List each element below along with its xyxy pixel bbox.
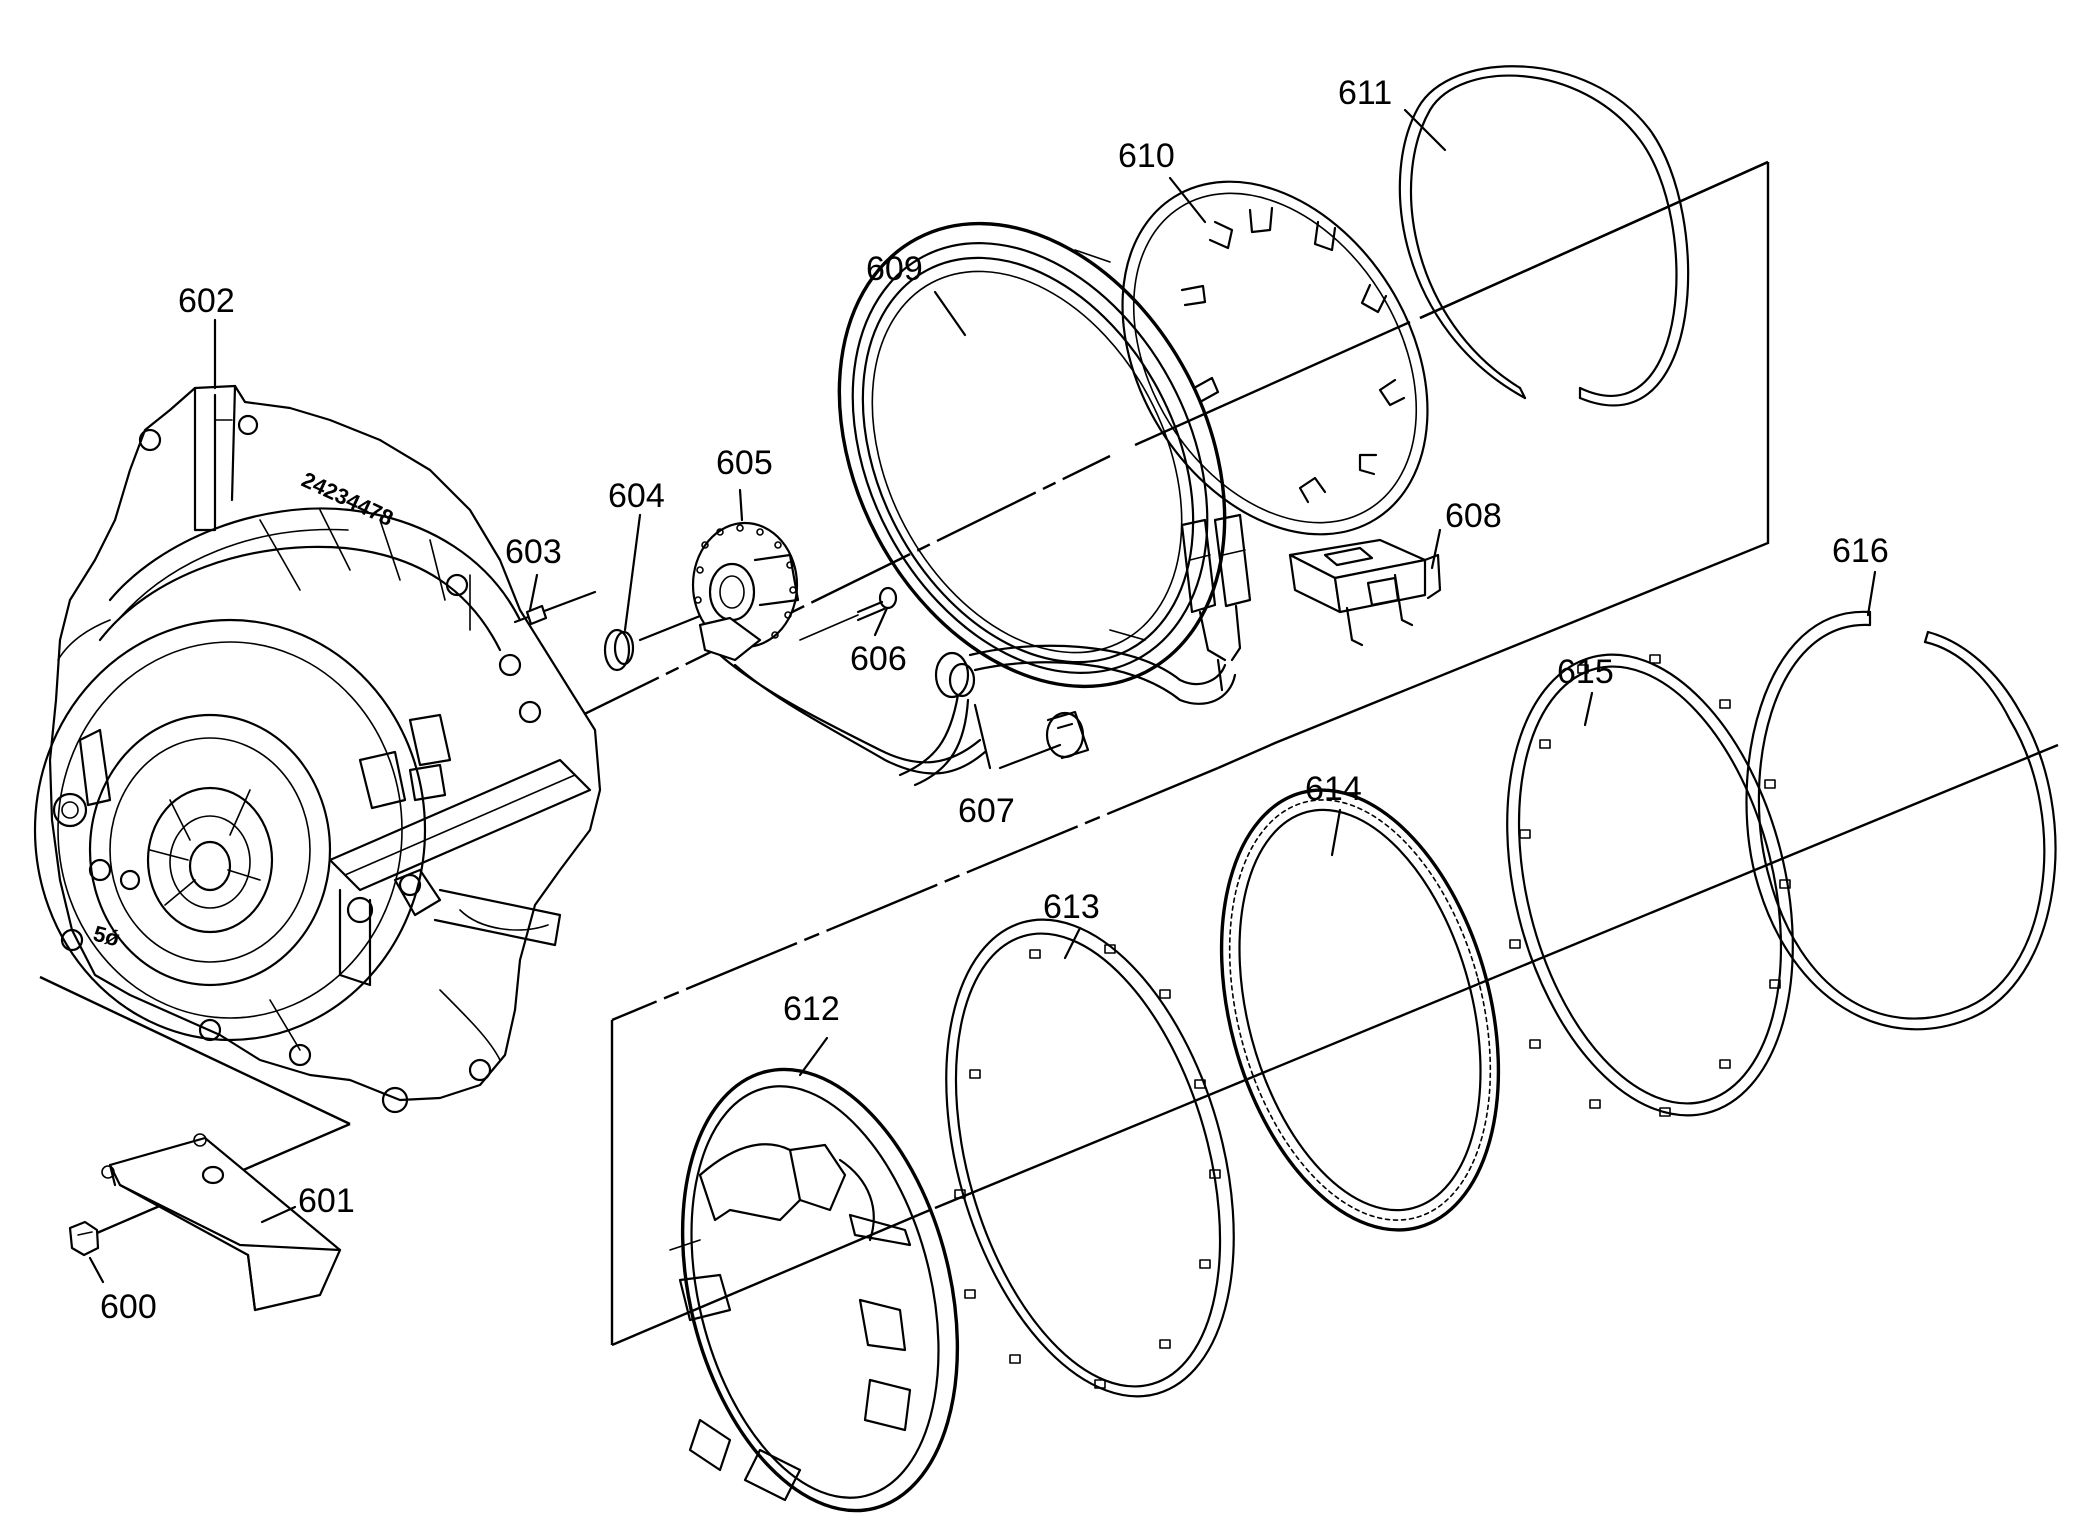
callout-606: 606 [850,640,907,678]
callout-611: 611 [1338,74,1392,112]
callout-601: 601 [298,1182,355,1220]
leader-lines [88,108,1877,1284]
callout-604: 604 [608,477,665,515]
callout-607: 607 [958,792,1015,830]
bracket-608[interactable] [1288,538,1442,647]
callout-613: 613 [1043,888,1100,926]
lower-centerline [934,743,2059,1210]
transmission-housing-602[interactable]: 24234478 5ǿ [33,384,602,1114]
callout-600: 600 [100,1288,157,1326]
speed-sensor-605[interactable] [691,521,987,775]
callout-609: 609 [866,250,923,288]
piston-609[interactable] [762,157,1301,754]
pin-603[interactable] [513,590,597,626]
bolt-600[interactable] [68,1220,100,1257]
upper-assembly-frame [1217,160,1770,770]
bracket-601[interactable] [101,1133,342,1312]
spring-plate-610[interactable] [1060,125,1490,590]
callout-614: 614 [1305,770,1362,808]
clutch-plate-615[interactable] [1462,624,1838,1145]
lower-assembly-frame [39,766,1219,1347]
callout-603: 603 [505,533,562,571]
callout-605: 605 [716,444,773,482]
snap-ring-616[interactable] [1745,610,2057,1031]
upper-centerline [559,160,1769,728]
callout-610: 610 [1118,137,1175,175]
clutch-plate-613[interactable] [896,886,1285,1430]
wiring-harness-607[interactable] [898,644,1237,787]
snap-ring-611[interactable] [1398,65,1690,407]
callout-616: 616 [1832,532,1889,570]
friction-plate-614[interactable] [1176,759,1544,1261]
callout-608: 608 [1445,497,1502,535]
callout-612: 612 [783,990,840,1028]
callout-labels: 602 603 604 605 606 607 608 609 610 611 … [100,74,1889,1326]
backing-plate-612[interactable] [639,1040,1000,1535]
callout-615: 615 [1557,653,1614,691]
callout-602: 602 [178,282,235,320]
bolt-606[interactable] [799,586,898,641]
